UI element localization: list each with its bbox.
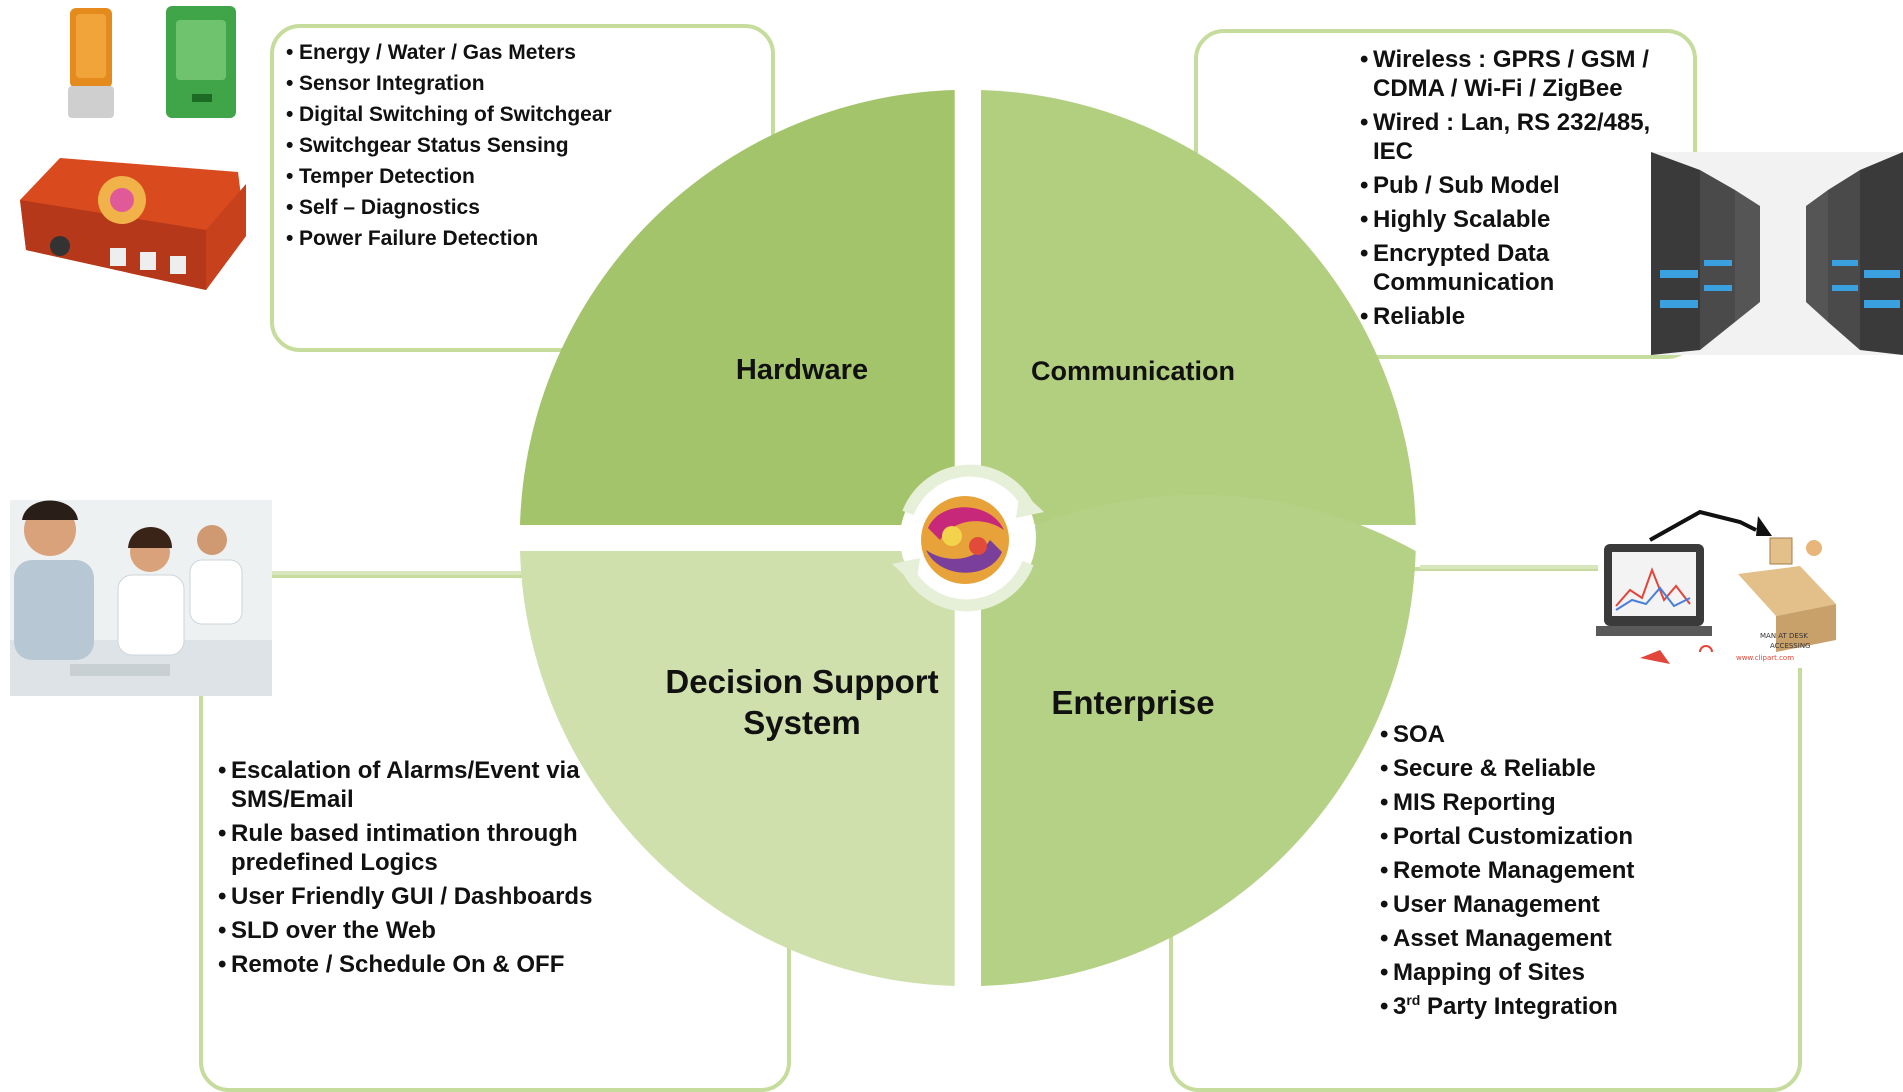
hardware-feature-list: Energy / Water / Gas MetersSensor Integr… bbox=[286, 37, 686, 254]
enterprise-feature-item: User Management bbox=[1380, 890, 1700, 919]
enterprise-quadrant[interactable] bbox=[981, 494, 1416, 986]
enterprise-feature-item: Secure & Reliable bbox=[1380, 754, 1700, 783]
meter-devices-icon bbox=[20, 6, 246, 290]
hardware-feature-item: Power Failure Detection bbox=[286, 223, 686, 254]
hardware-feature-item: Digital Switching of Switchgear bbox=[286, 99, 686, 130]
communication-feature-item: Encrypted Data Communication bbox=[1360, 239, 1660, 297]
hardware-feature-item: Temper Detection bbox=[286, 161, 686, 192]
communication-feature-item: Reliable bbox=[1360, 302, 1660, 331]
remote-monitoring-icon: MAN AT DESK ACCESSING www.clipart.com bbox=[1596, 509, 1838, 668]
decision-support-label: Decision Support System bbox=[640, 661, 964, 743]
decision-support-label-line1: Decision Support bbox=[665, 663, 939, 700]
enterprise-feature-item: Asset Management bbox=[1380, 924, 1700, 953]
decision-support-feature-item: SLD over the Web bbox=[218, 916, 628, 945]
enterprise-feature-item: MIS Reporting bbox=[1380, 788, 1700, 817]
communication-label: Communication bbox=[1030, 356, 1235, 386]
third-party-ordinal: rd bbox=[1406, 992, 1421, 1008]
communication-feature-item: Highly Scalable bbox=[1360, 205, 1660, 234]
connector-line-right bbox=[1420, 565, 1600, 569]
enterprise-feature-list: SOA Secure & ReliableMIS ReportingPortal … bbox=[1380, 720, 1700, 1026]
hardware-feature-item: Energy / Water / Gas Meters bbox=[286, 37, 686, 68]
hardware-feature-item: Self – Diagnostics bbox=[286, 192, 686, 223]
communication-quadrant[interactable] bbox=[981, 90, 1416, 525]
connector-line-left bbox=[270, 571, 590, 575]
enterprise-feature-item: Remote Management bbox=[1380, 856, 1700, 885]
enterprise-feature-item: Mapping of Sites bbox=[1380, 958, 1700, 987]
hardware-label: Hardware bbox=[735, 354, 869, 386]
hardware-feature-item: Switchgear Status Sensing bbox=[286, 130, 686, 161]
enterprise-feature-item: Portal Customization bbox=[1380, 822, 1700, 851]
server-racks-icon bbox=[1651, 152, 1903, 355]
communication-feature-item: Wireless : GPRS / GSM / CDMA / Wi-Fi / Z… bbox=[1360, 45, 1660, 103]
decision-support-feature-item: Rule based intimation through predefined… bbox=[218, 819, 628, 877]
enterprise-feature-item: SOA bbox=[1380, 720, 1700, 749]
enterprise-label: Enterprise bbox=[1051, 684, 1215, 721]
third-party-number: 3 bbox=[1393, 993, 1407, 1020]
communication-feature-item: Wired : Lan, RS 232/485, IEC bbox=[1360, 108, 1660, 166]
communication-feature-item: Pub / Sub Model bbox=[1360, 171, 1660, 200]
hardware-feature-item: Sensor Integration bbox=[286, 68, 686, 99]
decision-support-feature-item: User Friendly GUI / Dashboards bbox=[218, 882, 628, 911]
cycle-logo-icon bbox=[892, 464, 1044, 612]
decision-support-feature-item: Remote / Schedule On & OFF bbox=[218, 950, 628, 979]
enterprise-feature-item: 3rd Party Integration bbox=[1380, 992, 1700, 1021]
hardware-quadrant[interactable] bbox=[520, 90, 955, 525]
illustration-caption-1: MAN AT DESK bbox=[1760, 632, 1808, 640]
decision-support-label-line2: System bbox=[743, 704, 861, 741]
office-workers-photo bbox=[10, 500, 272, 696]
illustration-caption-3: www.clipart.com bbox=[1736, 654, 1794, 662]
decision-support-quadrant[interactable] bbox=[520, 551, 955, 986]
decision-support-feature-list: Escalation of Alarms/Event via SMS/Email… bbox=[218, 756, 628, 984]
illustration-caption-2: ACCESSING bbox=[1770, 642, 1810, 650]
communication-feature-list: Wireless : GPRS / GSM / CDMA / Wi-Fi / Z… bbox=[1360, 45, 1660, 336]
decision-support-feature-item: Escalation of Alarms/Event via SMS/Email bbox=[218, 756, 628, 814]
third-party-text: Party Integration bbox=[1420, 993, 1618, 1020]
